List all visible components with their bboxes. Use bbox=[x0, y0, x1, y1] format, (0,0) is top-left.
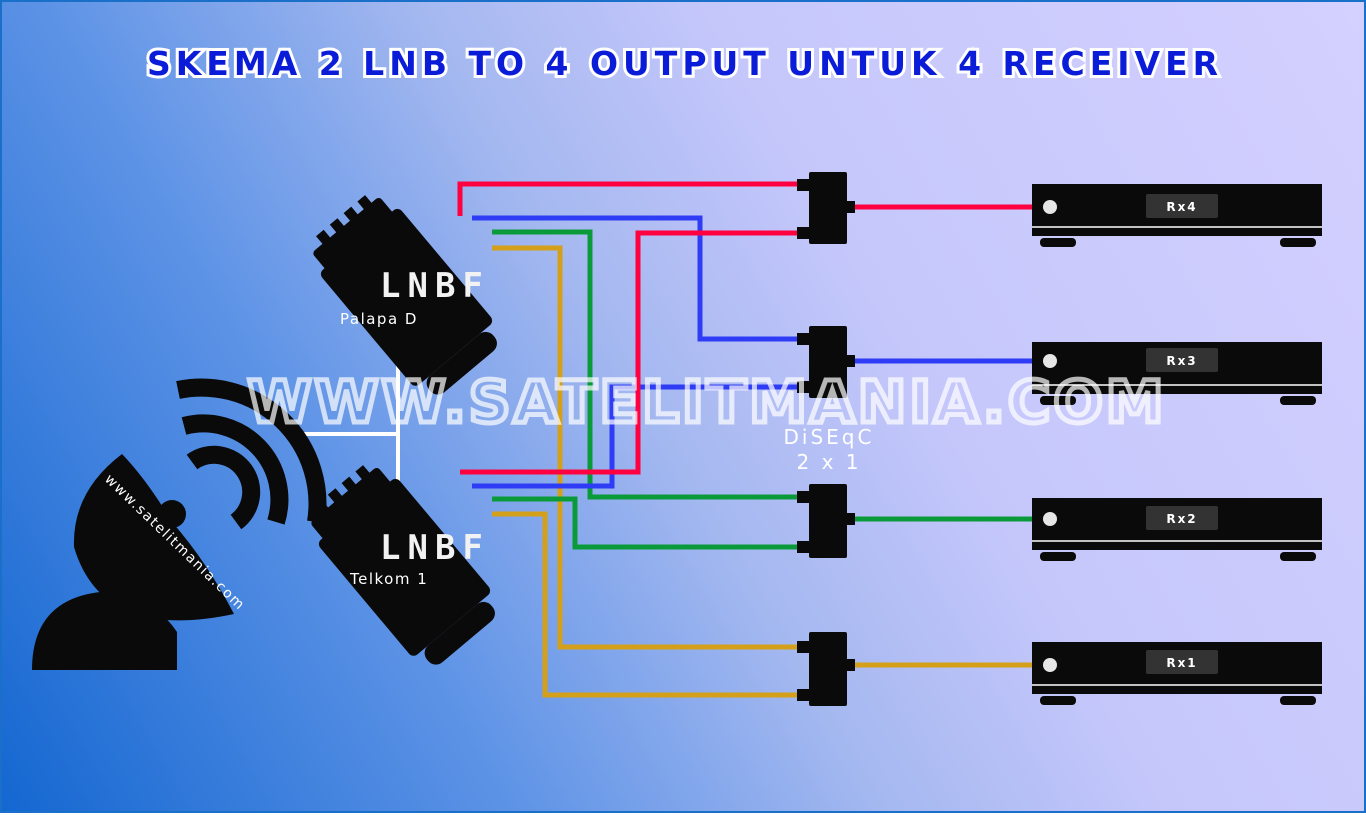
diseqc-switch-rx1 bbox=[797, 632, 855, 706]
receiver-display bbox=[1146, 506, 1218, 530]
diseqc-ratio-label: 2 x 1 bbox=[797, 450, 862, 474]
receiver-display bbox=[1146, 194, 1218, 218]
receiver-display bbox=[1146, 348, 1218, 372]
receivers: Rx4 Rx3 Rx2 Rx1 bbox=[1032, 184, 1322, 705]
power-led-icon bbox=[1043, 658, 1057, 672]
receiver-rx4: Rx4 bbox=[1032, 184, 1322, 247]
cable-gold-palapa bbox=[492, 245, 807, 650]
cable-green-telkom bbox=[492, 496, 807, 550]
lnbf-label: LNBF bbox=[380, 266, 490, 306]
diseqc-switches bbox=[797, 172, 855, 706]
lnbf-label: LNBF bbox=[380, 528, 490, 568]
diagram-title: SKEMA 2 LNB TO 4 OUTPUT UNTUK 4 RECEIVER bbox=[147, 44, 1223, 83]
receiver-label: Rx1 bbox=[1166, 656, 1197, 670]
cable-gold-telkom bbox=[492, 511, 807, 698]
receiver-display bbox=[1146, 650, 1218, 674]
mount-bracket bbox=[287, 342, 400, 502]
lnbf-name: Palapa D bbox=[340, 310, 418, 328]
power-led-icon bbox=[1043, 200, 1057, 214]
cable-red-telkom bbox=[460, 230, 807, 475]
receiver-label: Rx3 bbox=[1166, 354, 1197, 368]
diseqc-switch-rx3 bbox=[797, 326, 855, 398]
cable-green-palapa bbox=[492, 229, 807, 500]
receiver-rx2: Rx2 bbox=[1032, 498, 1322, 561]
power-led-icon bbox=[1043, 512, 1057, 526]
cables bbox=[457, 181, 1034, 698]
lnbf-name: Telkom 1 bbox=[349, 570, 428, 588]
cable-blue-palapa bbox=[472, 215, 807, 342]
receiver-rx3: Rx3 bbox=[1032, 342, 1322, 405]
watermark-text: WWW.SATELITMANIA.COM bbox=[248, 368, 1167, 436]
lnbf-telkom-1: LNBF Telkom 1 bbox=[311, 465, 495, 665]
diseqc-label: DiSEqC bbox=[784, 425, 875, 449]
power-led-icon bbox=[1043, 354, 1057, 368]
receiver-label: Rx4 bbox=[1166, 200, 1197, 214]
lnbf-palapa-d: LNBF Palapa D bbox=[313, 195, 497, 395]
diseqc-switch-rx4 bbox=[797, 172, 855, 244]
cable-blue-telkom bbox=[472, 384, 807, 489]
cable-red-palapa bbox=[457, 181, 807, 216]
receiver-rx1: Rx1 bbox=[1032, 642, 1322, 705]
diseqc-switch-rx2 bbox=[797, 484, 855, 558]
receiver-label: Rx2 bbox=[1166, 512, 1197, 526]
